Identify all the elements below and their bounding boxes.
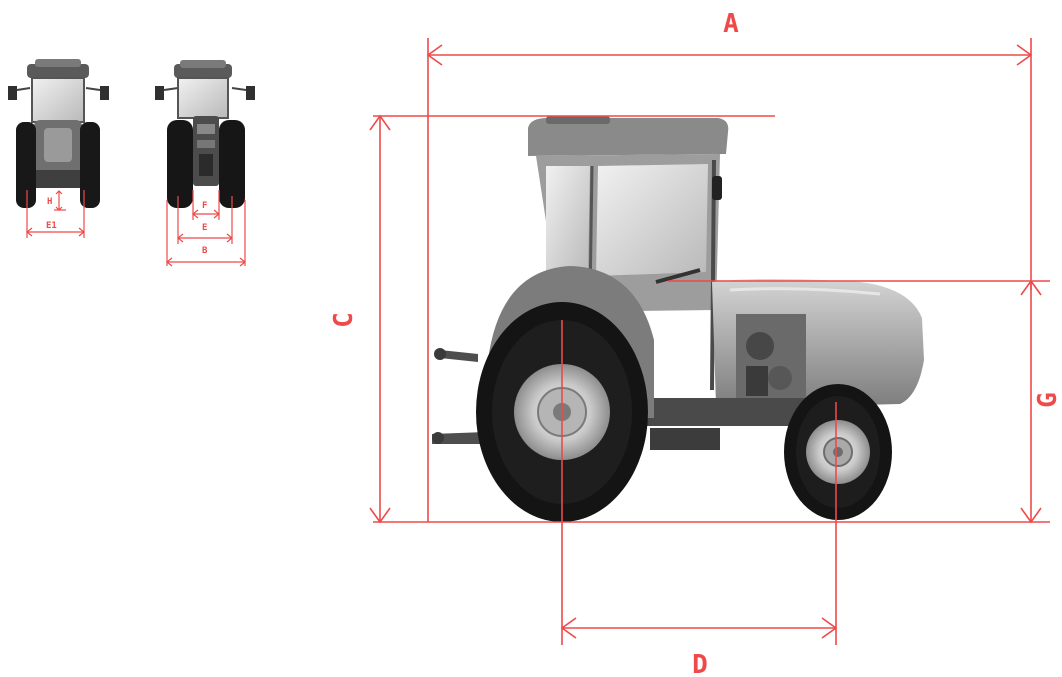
dimension-label-b: B (202, 246, 208, 256)
tractor-side-view-icon (432, 116, 924, 522)
rear-view-dimensions (166, 190, 246, 267)
dimension-label-d: D (692, 650, 708, 677)
dimension-label-e: E (202, 223, 207, 233)
dimension-label-f: F (202, 201, 207, 211)
front-view-dimensions (26, 190, 85, 238)
dimension-label-h: H (47, 197, 52, 207)
dimension-label-e1: E1 (46, 221, 57, 231)
dimension-label-g: G (1033, 392, 1062, 408)
tractor-front-view-icon (8, 59, 109, 208)
side-view-dimensions (369, 38, 1050, 645)
dimension-label-c: C (329, 312, 359, 328)
tractor-rear-view-icon (155, 60, 255, 208)
dimension-label-a: A (723, 9, 739, 39)
